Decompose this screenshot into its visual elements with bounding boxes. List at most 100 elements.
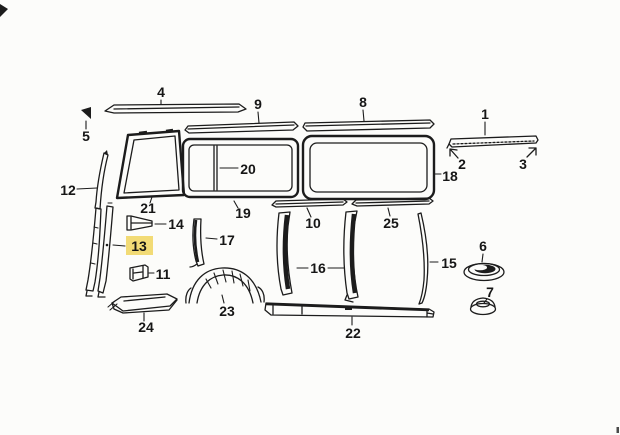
part-8-detail <box>305 122 431 127</box>
part-1-end <box>446 143 450 149</box>
part-18-outer-frame <box>301 134 436 201</box>
part-6-ring <box>467 262 501 277</box>
part-7-dome <box>470 297 496 308</box>
part-13-highlight <box>126 236 153 255</box>
part-1-drawing <box>448 135 539 148</box>
part-12-tip <box>104 150 108 155</box>
part-20-divider <box>213 145 218 191</box>
part-19-leader <box>233 200 239 209</box>
part-12-leader <box>76 187 98 190</box>
part-1-label[interactable]: 1 <box>481 106 489 122</box>
part-24-detail <box>123 296 166 302</box>
part-13-mark <box>105 243 109 247</box>
part-7-drawing <box>469 302 497 316</box>
part-24-folds <box>107 300 118 311</box>
part-19: 20 19 <box>181 137 300 221</box>
part-4: 4 <box>104 84 247 114</box>
part-4-label[interactable]: 4 <box>157 84 165 100</box>
part-3-drawing <box>526 147 537 158</box>
part-4-drawing <box>104 103 247 114</box>
part-23-inner-arch <box>196 274 254 304</box>
part-7-label[interactable]: 7 <box>486 284 494 300</box>
part-22-joint <box>345 306 352 310</box>
part-16: 16 <box>276 210 359 303</box>
part-20-label[interactable]: 20 <box>240 161 256 177</box>
part-25-label[interactable]: 25 <box>383 215 399 231</box>
scan-artifact-top-left <box>0 4 8 17</box>
part-12-lower-drawing <box>85 207 102 292</box>
part-9-drawing <box>184 121 299 134</box>
part-25: 25 <box>351 197 434 231</box>
scan-artifact-bottom-right <box>616 427 619 433</box>
part-18-label[interactable]: 18 <box>442 168 458 184</box>
part-23-label[interactable]: 23 <box>219 303 235 319</box>
part-12-marks <box>90 226 99 265</box>
part-4-detail <box>113 106 240 110</box>
part-15-drawing <box>417 212 429 305</box>
part-13: 13 <box>97 202 153 298</box>
part-15-label[interactable]: 15 <box>441 255 457 271</box>
part-19-inner-frame <box>188 144 293 192</box>
part-12-foot <box>85 290 93 297</box>
part-23-outer-arch <box>188 267 262 304</box>
part-12-label[interactable]: 12 <box>60 182 76 198</box>
part-8: 8 <box>302 94 435 132</box>
part-16-label[interactable]: 16 <box>310 260 326 276</box>
part-24-drawing <box>111 293 178 312</box>
part-3-label[interactable]: 3 <box>519 156 527 172</box>
part-7: 7 <box>469 284 497 316</box>
part-9-label[interactable]: 9 <box>254 96 262 112</box>
part-1: 1 <box>446 106 539 149</box>
part-11: 11 <box>129 264 171 282</box>
part-9: 9 <box>184 96 299 134</box>
part-22-label[interactable]: 22 <box>345 325 361 341</box>
part-5-label[interactable]: 5 <box>82 128 90 144</box>
part-21-tabs <box>138 128 174 135</box>
part-10-leader <box>306 207 312 218</box>
part-13-drawing <box>97 205 114 294</box>
part-24-label[interactable]: 24 <box>138 319 154 335</box>
part-17-leader <box>205 237 218 240</box>
part-14-detail <box>130 216 153 230</box>
part-23: 23 <box>185 267 265 319</box>
part-6-label[interactable]: 6 <box>479 238 487 254</box>
part-21-inner-frame <box>123 135 180 194</box>
part-13-label[interactable]: 13 <box>131 238 147 254</box>
part-16-right-shade <box>349 213 358 294</box>
part-23-flanges <box>185 286 265 304</box>
part-12: 12 <box>60 150 109 297</box>
part-6: 6 <box>463 238 505 282</box>
part-10-label[interactable]: 10 <box>305 215 321 231</box>
part-21-outer-frame <box>115 129 186 200</box>
part-16-foot <box>344 294 354 303</box>
part-14-drawing <box>126 215 153 231</box>
part-17-foot <box>189 263 198 268</box>
part-10: 10 <box>271 198 348 231</box>
part-23-leader <box>221 294 225 304</box>
part-11-detail <box>132 265 144 280</box>
part-11-label[interactable]: 11 <box>156 266 171 282</box>
part-10-detail <box>275 201 344 205</box>
part-8-drawing <box>302 119 435 132</box>
part-14-label[interactable]: 14 <box>168 216 184 232</box>
part-17-label[interactable]: 17 <box>219 232 235 248</box>
part-5-drawing <box>81 107 91 119</box>
part-12-drawing <box>94 152 109 210</box>
part-19-label[interactable]: 19 <box>235 205 251 221</box>
part-17-drawing <box>192 218 205 267</box>
part-22-seams <box>272 304 434 318</box>
part-2: 2 <box>449 148 466 172</box>
part-13-foot <box>97 291 106 298</box>
part-21-label[interactable]: 21 <box>140 200 156 216</box>
part-25-drawing <box>351 197 434 207</box>
part-25-detail <box>355 200 430 204</box>
part-9-detail <box>187 124 295 130</box>
part-7-detail <box>475 300 491 308</box>
part-10-drawing <box>271 198 348 208</box>
part-8-label[interactable]: 8 <box>359 94 367 110</box>
part-2-label[interactable]: 2 <box>458 156 466 172</box>
part-7-leader <box>483 298 488 304</box>
part-24: 24 <box>107 293 178 335</box>
